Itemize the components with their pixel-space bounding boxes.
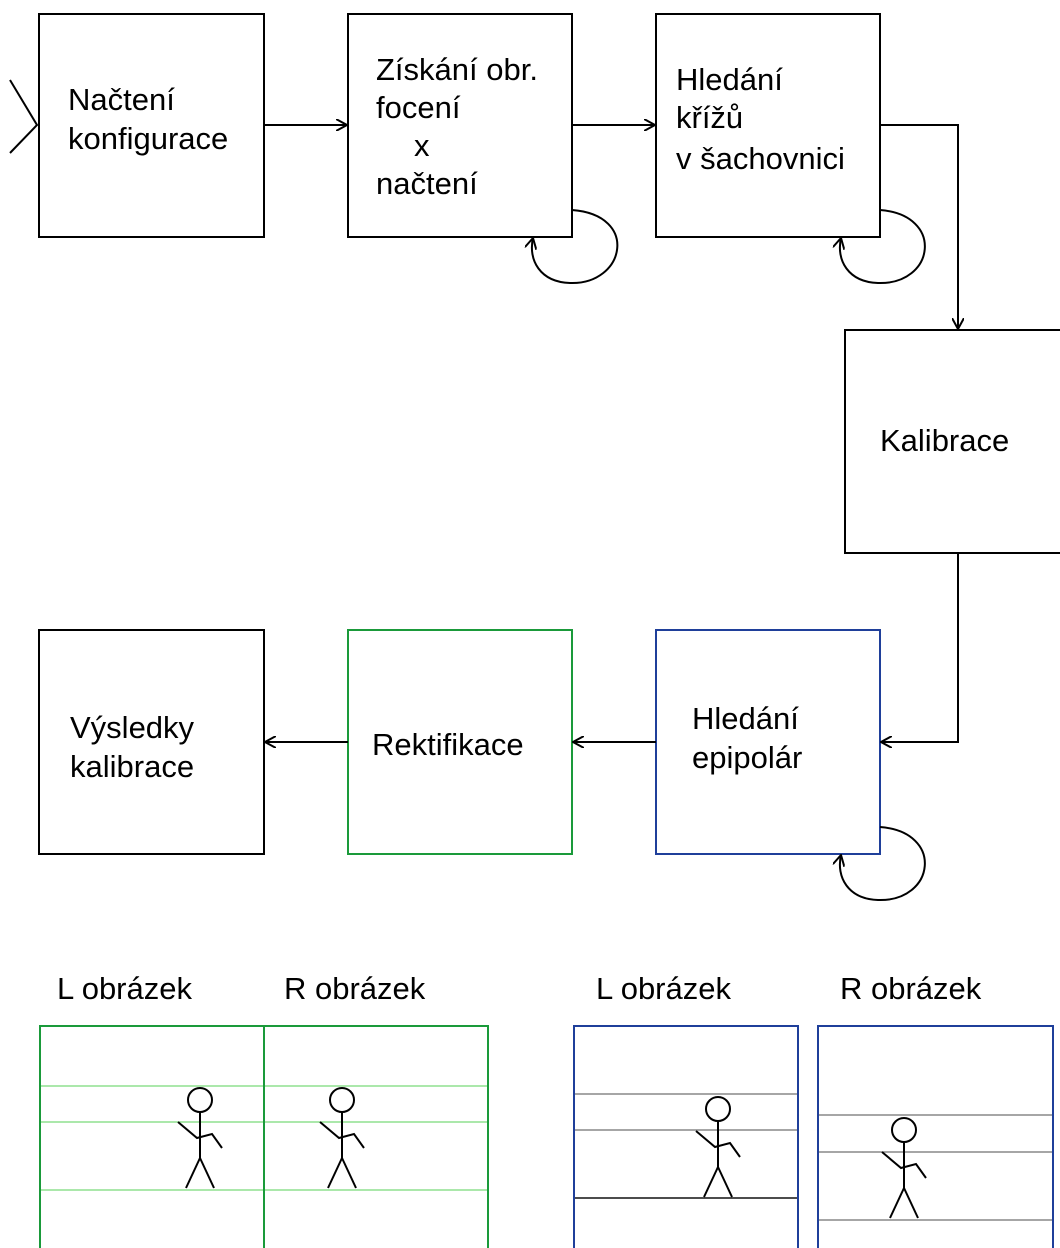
arrow-corners-to-calibration xyxy=(880,124,958,329)
find-epipolar-line-2: epipolár xyxy=(692,740,802,775)
stick-figure xyxy=(319,1087,365,1189)
loop-acquire xyxy=(532,209,619,285)
epipolar-illustration: L obrázek R obrázek xyxy=(573,971,1054,1248)
rectified-left-frame xyxy=(39,1025,265,1248)
rectification-line-1: Rektifikace xyxy=(372,727,524,762)
left-epipolar-lines xyxy=(575,1093,797,1199)
acquire-line-2: focení xyxy=(376,90,461,125)
stick-figure xyxy=(695,1096,741,1198)
step-load-config: Načtení konfigurace xyxy=(38,13,265,238)
step-calibration: Kalibrace xyxy=(844,329,1060,554)
rectified-left-title: L obrázek xyxy=(57,971,192,1006)
step-find-epipolar: Hledání epipolár xyxy=(655,629,881,855)
svg-text:Kalibrace: Kalibrace xyxy=(880,423,1009,458)
calibration-line-1: Kalibrace xyxy=(880,423,1009,458)
step-results: Výsledky kalibrace xyxy=(38,629,265,855)
svg-text:Načtení konfigurace: Načtení konfigurace xyxy=(68,82,228,156)
results-box xyxy=(38,629,265,855)
rectified-right-frame xyxy=(263,1025,489,1248)
find-epipolar-line-1: Hledání xyxy=(692,701,799,736)
loop-find-epipolar xyxy=(840,826,926,902)
epipolar-right-frame xyxy=(817,1025,1054,1248)
step-rectification: Rektifikace xyxy=(347,629,573,855)
stick-figure xyxy=(177,1087,223,1189)
svg-text:Získání obr. focení: Získání obr. focení x načtení xyxy=(376,52,547,201)
load-config-box xyxy=(38,13,265,238)
calibration-box xyxy=(844,329,1060,554)
load-config-line-2: konfigurace xyxy=(68,121,228,156)
epipolar-right-title: R obrázek xyxy=(840,971,982,1006)
find-corners-line-1: Hledání xyxy=(676,62,783,97)
loop-find-corners xyxy=(840,209,926,285)
rectification-box xyxy=(347,629,573,855)
epipolar-left-title: L obrázek xyxy=(596,971,731,1006)
find-corners-line-3: v šachovnici xyxy=(676,141,845,176)
stick-figure xyxy=(881,1117,927,1219)
acquire-line-4: načtení xyxy=(376,166,478,201)
rectified-right-title: R obrázek xyxy=(284,971,426,1006)
svg-text:Hledání epipolár: Hledání epipolár xyxy=(692,701,807,775)
epipolar-left-frame xyxy=(573,1025,799,1248)
svg-text:Hledání křížů v ša: Hledání křížů v šachovnici xyxy=(676,62,845,176)
svg-text:Rektifikace: Rektifikace xyxy=(372,727,524,762)
results-line-1: Výsledky xyxy=(70,710,195,745)
rectified-illustration: L obrázek R obrázek xyxy=(39,971,489,1248)
svg-text:Výsledky kalibrace: Výsledky kalibrace xyxy=(70,710,203,784)
find-corners-line-2: křížů xyxy=(676,100,743,135)
load-config-line-1: Načtení xyxy=(68,82,175,117)
entry-arrow xyxy=(9,79,39,154)
results-line-2: kalibrace xyxy=(70,749,194,784)
acquire-line-1: Získání obr. xyxy=(376,52,538,87)
right-epipolar-lines xyxy=(819,1114,1052,1221)
step-acquire-images: Získání obr. focení x načtení xyxy=(347,13,573,238)
arrow-calibration-to-epipolar xyxy=(881,553,959,742)
find-epipolar-box xyxy=(655,629,881,855)
step-find-corners: Hledání křížů v šachovnici xyxy=(655,13,881,238)
acquire-box xyxy=(347,13,573,238)
acquire-line-3: x xyxy=(414,128,430,163)
